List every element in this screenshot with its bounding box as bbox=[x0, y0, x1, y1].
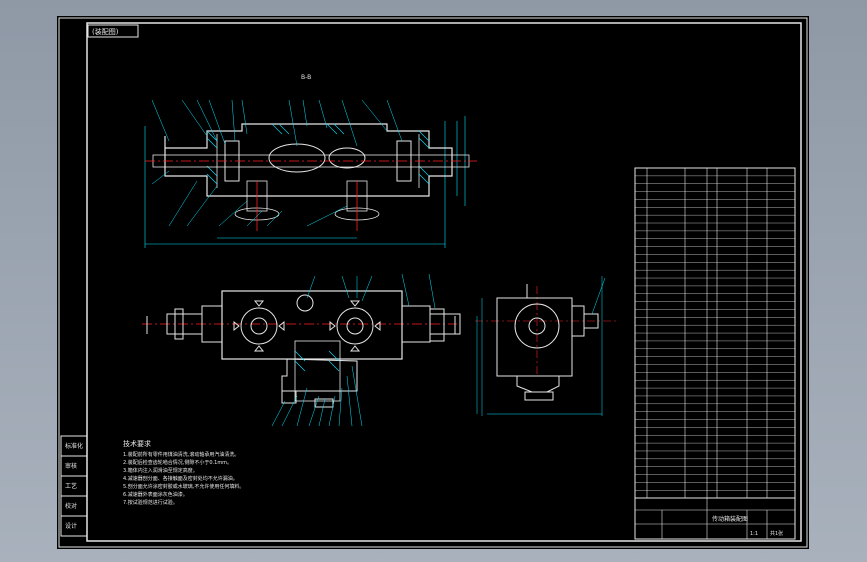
tech-note-1: 2.装配后检查齿轮啮合情况,侧隙不小于0.1mm。 bbox=[123, 459, 232, 466]
outer-border bbox=[58, 17, 808, 548]
left-label-4: 设计 bbox=[65, 522, 77, 530]
drawing-scale: 1:1 bbox=[750, 531, 758, 537]
drawing-sheet-count: 共1张 bbox=[770, 530, 783, 537]
tech-note-3: 4.减速器剖分面、各接触面及密封处均不允许漏油。 bbox=[123, 475, 238, 482]
tech-notes-title: 技术要求 bbox=[123, 439, 151, 448]
title-tag: (装配图) bbox=[92, 27, 119, 36]
tech-notes: 技术要求 1.装配前所有零件用煤油清洗,滚动轴承用汽油清洗。 2.装配后检查齿轮… bbox=[123, 439, 244, 506]
cad-drawing: (装配图) 标准化 审核 工艺 校对 设计 B-B bbox=[58, 17, 808, 548]
tech-note-0: 1.装配前所有零件用煤油清洗,滚动轴承用汽油清洗。 bbox=[123, 451, 239, 458]
tech-note-6: 7.按试验规范进行试验。 bbox=[123, 499, 178, 506]
left-label-0: 标准化 bbox=[65, 442, 83, 450]
left-label-3: 校对 bbox=[65, 502, 77, 510]
tech-note-5: 6.减速器外表面涂灰色油漆。 bbox=[123, 491, 188, 498]
section-view-top: B-B bbox=[144, 74, 477, 248]
section-label: B-B bbox=[301, 74, 311, 81]
drawing-sheet: (装配图) 标准化 审核 工艺 校对 设计 B-B bbox=[57, 16, 809, 549]
tech-note-2: 3.箱体内注入润滑油至规定高度。 bbox=[123, 467, 198, 474]
title-block: 传动箱装配图 1:1 共1张 bbox=[634, 497, 796, 540]
parts-list bbox=[634, 167, 796, 499]
left-label-1: 审核 bbox=[65, 462, 77, 470]
left-signoff-box: 标准化 审核 工艺 校对 设计 bbox=[60, 435, 88, 537]
title-tag-box bbox=[87, 24, 139, 38]
tech-note-4: 5.剖分面允许涂密封胶或水玻璃,不允许使用任何填料。 bbox=[123, 483, 244, 490]
drawing-name: 传动箱装配图 bbox=[712, 515, 748, 523]
plan-view bbox=[142, 273, 461, 427]
left-label-2: 工艺 bbox=[65, 482, 77, 490]
side-view bbox=[475, 276, 617, 416]
inner-border bbox=[86, 22, 802, 542]
